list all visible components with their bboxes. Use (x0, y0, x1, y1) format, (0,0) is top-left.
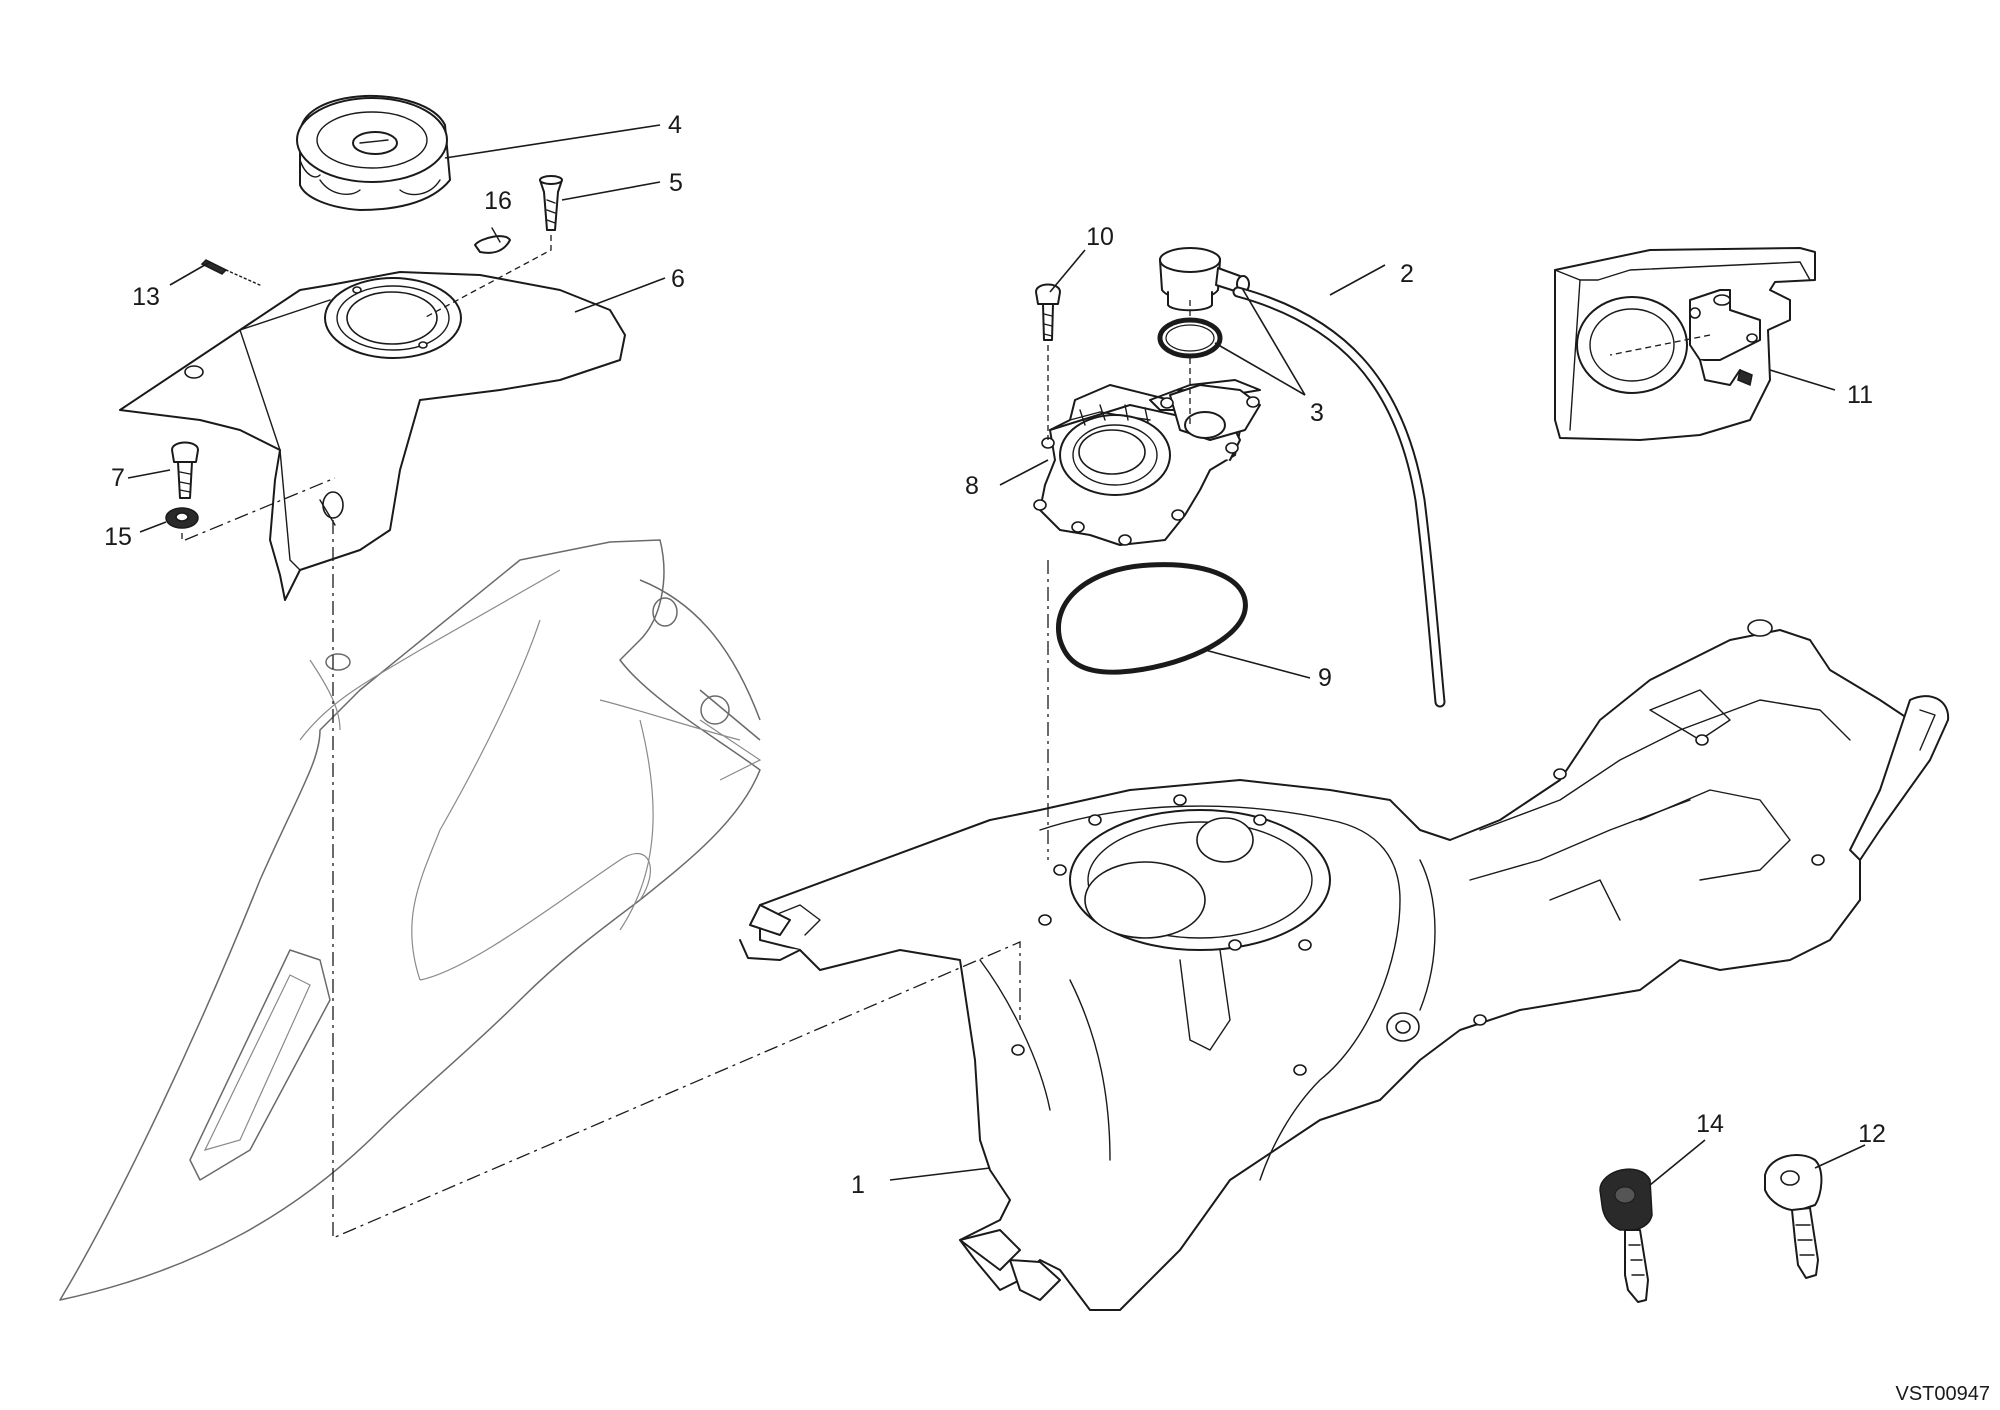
fairing-outline-ghost (59, 539, 762, 1301)
part-5-screw (539, 175, 563, 231)
part-13-strip (200, 259, 263, 287)
callout-5: 5 (669, 169, 683, 197)
part-7-screw (171, 441, 199, 499)
callout-8: 8 (965, 472, 979, 500)
part-16-seal (474, 227, 511, 254)
callout-4: 4 (668, 111, 682, 139)
callout-labels: 1 2 3 4 5 6 7 8 9 10 11 12 13 14 15 16 V… (104, 111, 1990, 1405)
part-8-pump-flange (1033, 379, 1261, 546)
part-9-gasket (1056, 562, 1248, 675)
part-6-tank-cover (119, 271, 626, 601)
callout-12: 12 (1858, 1120, 1886, 1148)
part-12-key (1764, 1154, 1823, 1279)
callout-6: 6 (671, 265, 685, 293)
callout-11: 11 (1847, 381, 1873, 409)
drawing-code: VST00947 (1895, 1383, 1990, 1405)
callout-1: 1 (851, 1171, 865, 1199)
callout-15: 15 (104, 523, 132, 551)
part-11-lock-assembly (1554, 247, 1816, 441)
assembly-lines (181, 235, 1711, 1239)
part-3-valve (1159, 247, 1250, 312)
callout-9: 9 (1318, 664, 1332, 692)
callout-10: 10 (1086, 223, 1114, 251)
leader-lines (127, 124, 1866, 1186)
part-2-breather-hose (1232, 286, 1446, 708)
part-10-screw (1035, 283, 1061, 341)
part-3-o-ring (1157, 317, 1223, 359)
part-15-washer (165, 507, 199, 529)
part-1-fuel-tank (739, 619, 1950, 1311)
part-4-fuel-cap (296, 94, 451, 211)
part-14-key-black (1599, 1168, 1653, 1303)
callout-3: 3 (1310, 399, 1324, 427)
callout-14: 14 (1696, 1110, 1724, 1138)
callout-2: 2 (1400, 260, 1414, 288)
callout-13: 13 (132, 283, 160, 311)
callout-16: 16 (484, 187, 512, 215)
callout-7: 7 (111, 464, 125, 492)
